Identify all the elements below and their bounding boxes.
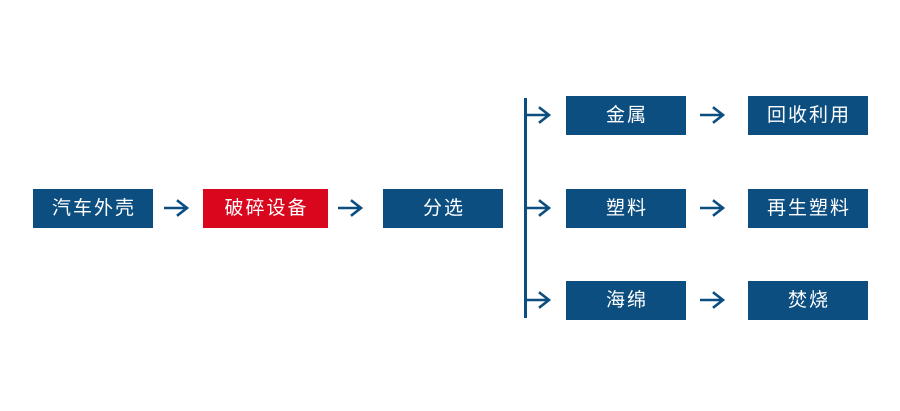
node-input-car-shell[interactable]: 汽车外壳 [33, 189, 153, 228]
node-destination-recycled-plastic[interactable]: 再生塑料 [748, 189, 868, 228]
node-sorting[interactable]: 分选 [383, 189, 503, 228]
node-material-sponge[interactable]: 海绵 [566, 281, 686, 320]
arrow-right-icon-branch-1 [526, 104, 556, 126]
node-material-plastic[interactable]: 塑料 [566, 189, 686, 228]
node-material-metal[interactable]: 金属 [566, 96, 686, 135]
arrow-right-icon-branch-2 [526, 197, 556, 219]
node-crusher-equipment[interactable]: 破碎设备 [203, 189, 328, 228]
node-destination-incineration[interactable]: 焚烧 [748, 281, 868, 320]
node-destination-recycle[interactable]: 回收利用 [748, 96, 868, 135]
arrow-right-icon-main-1 [164, 197, 194, 219]
arrow-right-icon-branch-3 [526, 289, 556, 311]
arrow-right-icon-branch-1-out [700, 104, 730, 126]
arrow-right-icon-branch-3-out [700, 289, 730, 311]
arrow-right-icon-branch-2-out [700, 197, 730, 219]
arrow-right-icon-main-2 [338, 197, 368, 219]
